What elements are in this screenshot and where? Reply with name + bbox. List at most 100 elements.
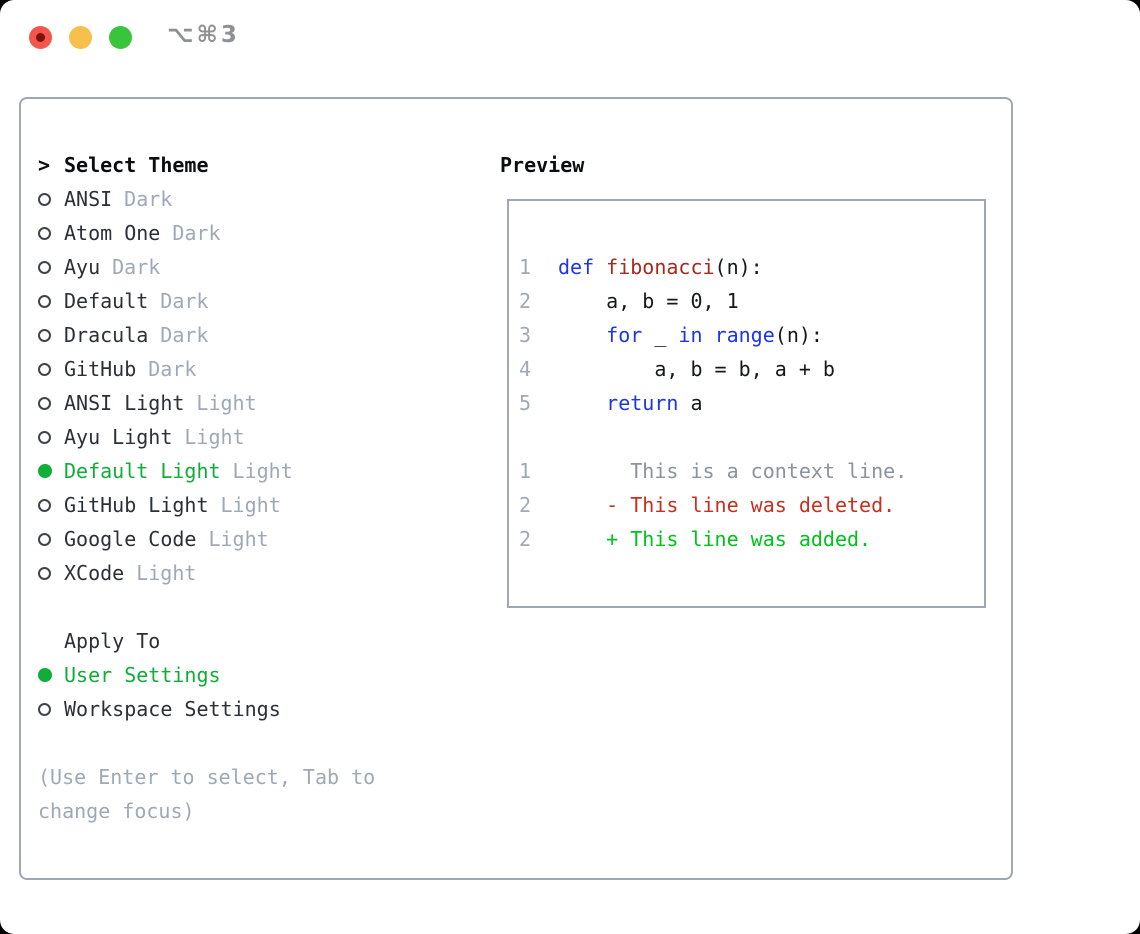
radio-unselected-icon: [38, 362, 51, 376]
radio-marker: [38, 692, 64, 726]
apply-to-title: Apply To: [64, 629, 161, 653]
radio-marker: [38, 284, 64, 318]
line-number: 1: [519, 255, 532, 279]
radio-marker: [38, 420, 64, 454]
code-segment-added: + This line was added.: [558, 527, 872, 551]
code-segment-plain: (n):: [774, 323, 823, 347]
theme-option-label: Ayu Light: [64, 425, 173, 449]
code-segment-plain: [703, 318, 715, 352]
theme-option[interactable]: Ayu Light Light: [38, 420, 375, 454]
theme-option-label: Google Code: [64, 527, 197, 551]
apply-to-option-label: Workspace Settings: [64, 697, 281, 721]
theme-variant-label: Light: [220, 493, 281, 517]
apply-to-option[interactable]: User Settings: [38, 658, 375, 692]
radio-unselected-icon: [38, 566, 51, 580]
code-segment-plain: a, b = b, a + b: [558, 357, 835, 381]
code-segment-plain: [558, 386, 606, 420]
radio-unselected-icon: [38, 294, 51, 308]
line-number: 4: [519, 357, 532, 381]
preview-title: Preview: [500, 153, 585, 177]
radio-selected-icon: [38, 668, 52, 682]
theme-option[interactable]: Ayu Dark: [38, 250, 375, 284]
theme-option[interactable]: Dracula Dark: [38, 318, 375, 352]
focus-marker: >: [38, 148, 64, 182]
focus-arrow-icon: >: [38, 153, 51, 177]
line-number: 5: [519, 391, 532, 415]
radio-unselected-icon: [38, 328, 51, 342]
line-number: 2: [519, 527, 532, 551]
spacer: [38, 590, 375, 624]
line-number: 2: [519, 289, 532, 313]
theme-option-label: GitHub: [64, 357, 137, 381]
radio-marker: [38, 216, 64, 250]
radio-unselected-icon: [38, 260, 51, 274]
radio-unselected-icon: [38, 226, 51, 240]
keyboard-hint-line: (Use Enter to select, Tab to: [38, 765, 376, 789]
preview-code-line: 5 return a: [509, 386, 984, 420]
select-theme-header: > Select Theme: [38, 148, 375, 182]
window-title: ⌥⌘3: [167, 22, 240, 48]
theme-variant-label: Dark: [124, 187, 173, 211]
code-segment-keyword: in: [678, 323, 703, 347]
theme-variant-label: Dark: [160, 323, 209, 347]
theme-option-label: Atom One: [64, 221, 161, 245]
code-segment-deleted: - This line was deleted.: [558, 493, 896, 517]
code-segment-function: fibonacci: [606, 255, 715, 279]
radio-marker: [38, 658, 64, 692]
preview-code-line: 4 a, b = b, a + b: [509, 352, 984, 386]
theme-variant-label: Dark: [148, 357, 197, 381]
apply-to-option[interactable]: Workspace Settings: [38, 692, 375, 726]
radio-marker: [38, 454, 64, 488]
line-number: 1: [519, 459, 532, 483]
radio-unselected-icon: [38, 498, 51, 512]
line-number: 2: [519, 493, 532, 517]
radio-unselected-icon: [38, 396, 51, 410]
code-segment-plain: [594, 250, 606, 284]
radio-selected-icon: [38, 464, 52, 478]
theme-option-label: Default: [64, 289, 149, 313]
theme-option[interactable]: GitHub Dark: [38, 352, 375, 386]
code-segment-plain: [558, 318, 606, 352]
code-segment-keyword: def: [558, 255, 595, 279]
radio-marker: [38, 250, 64, 284]
theme-variant-label: Dark: [112, 255, 161, 279]
theme-option-label: Dracula: [64, 323, 149, 347]
code-segment-keyword: for: [606, 323, 643, 347]
radio-marker: [38, 386, 64, 420]
preview-code-line: 2 - This line was deleted.: [509, 488, 984, 522]
radio-marker: [38, 522, 64, 556]
apply-to-header: Apply To: [38, 624, 375, 658]
line-number: [509, 420, 558, 454]
theme-variant-label: Light: [184, 425, 245, 449]
code-segment-context: This is a context line.: [558, 459, 908, 483]
theme-variant-label: Dark: [172, 221, 221, 245]
radio-unselected-icon: [38, 702, 51, 716]
theme-variant-label: Light: [136, 561, 197, 585]
spacer: [38, 726, 375, 760]
theme-variant-label: Light: [196, 391, 257, 415]
radio-unselected-icon: [38, 192, 51, 206]
theme-option[interactable]: Atom One Dark: [38, 216, 375, 250]
preview-code-line: 2 + This line was added.: [509, 522, 984, 556]
select-theme-title: Select Theme: [64, 153, 209, 177]
close-button[interactable]: [29, 26, 52, 49]
minimize-button[interactable]: [69, 26, 92, 49]
zoom-button[interactable]: [109, 26, 132, 49]
theme-option-label: Ayu: [64, 255, 101, 279]
preview-code-line: 2 a, b = 0, 1: [509, 284, 984, 318]
